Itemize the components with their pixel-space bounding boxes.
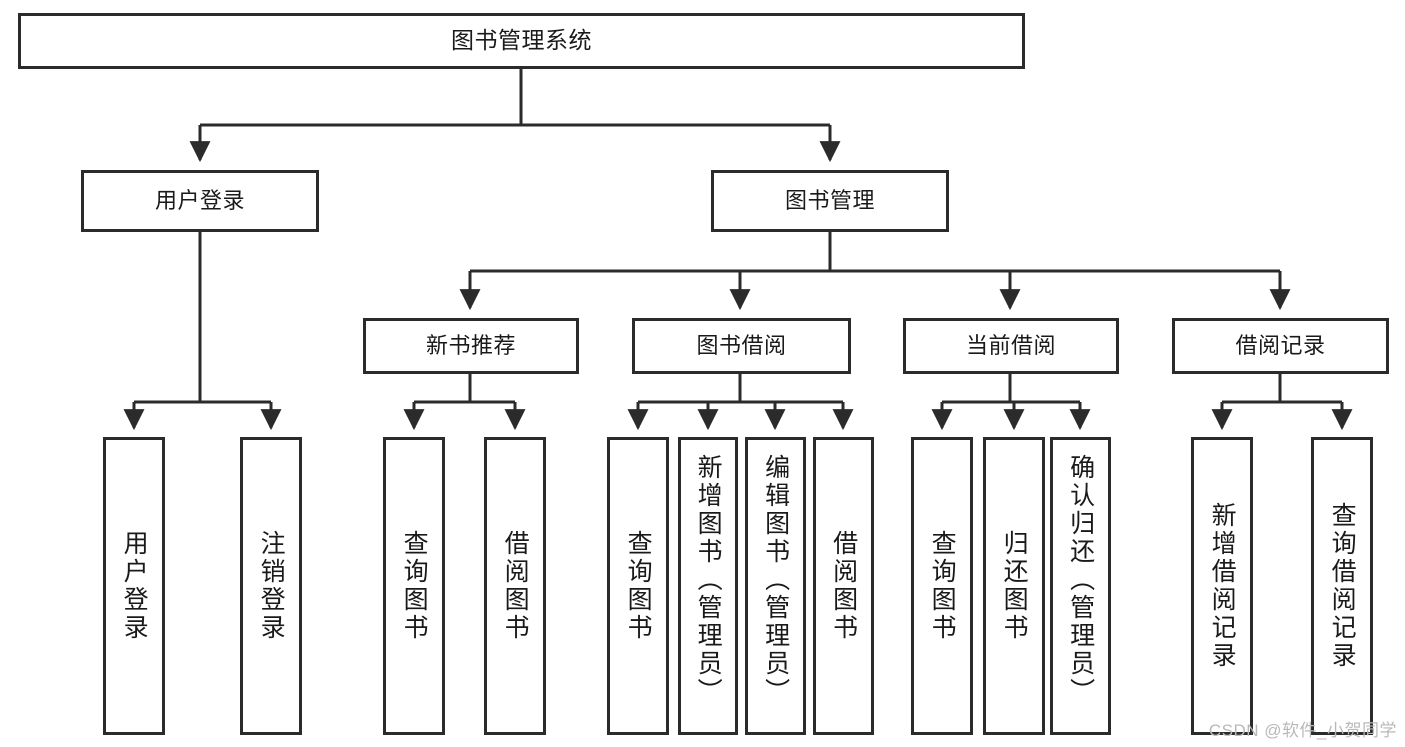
leaf-user-login[interactable]: 用户登录 — [103, 437, 165, 735]
node-root-system[interactable]: 图书管理系统 — [18, 13, 1025, 69]
node-label: 用户登录 — [120, 530, 149, 642]
node-label: 当前借阅 — [965, 332, 1056, 358]
leaf-query-book-recommend[interactable]: 查询图书 — [383, 437, 445, 735]
node-book-management[interactable]: 图书管理 — [711, 170, 949, 232]
node-label: 借阅记录 — [1235, 332, 1326, 358]
leaf-query-borrow-record[interactable]: 查询借阅记录 — [1311, 437, 1373, 735]
node-book-borrow[interactable]: 图书借阅 — [632, 318, 851, 374]
leaf-return-book[interactable]: 归还图书 — [983, 437, 1045, 735]
leaf-logout[interactable]: 注销登录 — [240, 437, 302, 735]
node-label: 用户登录 — [154, 187, 245, 213]
leaf-edit-book-admin[interactable]: 编辑图书（管理员） — [745, 437, 806, 735]
node-label: 图书借阅 — [696, 332, 787, 358]
node-current-borrow[interactable]: 当前借阅 — [903, 318, 1119, 374]
node-label: 查询借阅记录 — [1328, 502, 1357, 670]
leaf-add-borrow-record[interactable]: 新增借阅记录 — [1191, 437, 1253, 735]
leaf-query-book-current[interactable]: 查询图书 — [911, 437, 973, 735]
leaf-borrow-book-recommend[interactable]: 借阅图书 — [484, 437, 546, 735]
node-user-login[interactable]: 用户登录 — [81, 170, 319, 232]
leaf-query-book[interactable]: 查询图书 — [607, 437, 669, 735]
node-borrow-record[interactable]: 借阅记录 — [1172, 318, 1389, 374]
leaf-confirm-return-admin[interactable]: 确认归还（管理员） — [1050, 437, 1111, 735]
node-label: 确认归还（管理员） — [1066, 454, 1095, 706]
node-label: 查询图书 — [928, 530, 957, 642]
node-label: 新增图书（管理员） — [694, 454, 723, 706]
node-label: 编辑图书（管理员） — [761, 454, 790, 706]
node-label: 查询图书 — [400, 530, 429, 642]
node-label: 新书推荐 — [425, 332, 516, 358]
csdn-watermark: CSDN @软件_小贺同学 — [1208, 721, 1397, 740]
leaf-borrow-book[interactable]: 借阅图书 — [813, 437, 874, 735]
leaf-add-book-admin[interactable]: 新增图书（管理员） — [678, 437, 738, 735]
node-label: 借阅图书 — [501, 530, 530, 642]
node-label: 新增借阅记录 — [1208, 502, 1237, 670]
node-new-book-recommend[interactable]: 新书推荐 — [363, 318, 579, 374]
node-label: 注销登录 — [257, 530, 286, 642]
node-label: 图书管理 — [784, 187, 875, 213]
node-label: 查询图书 — [624, 530, 653, 642]
node-label: 归还图书 — [1000, 530, 1029, 642]
node-label: 图书管理系统 — [451, 27, 592, 54]
node-label: 借阅图书 — [829, 530, 858, 642]
